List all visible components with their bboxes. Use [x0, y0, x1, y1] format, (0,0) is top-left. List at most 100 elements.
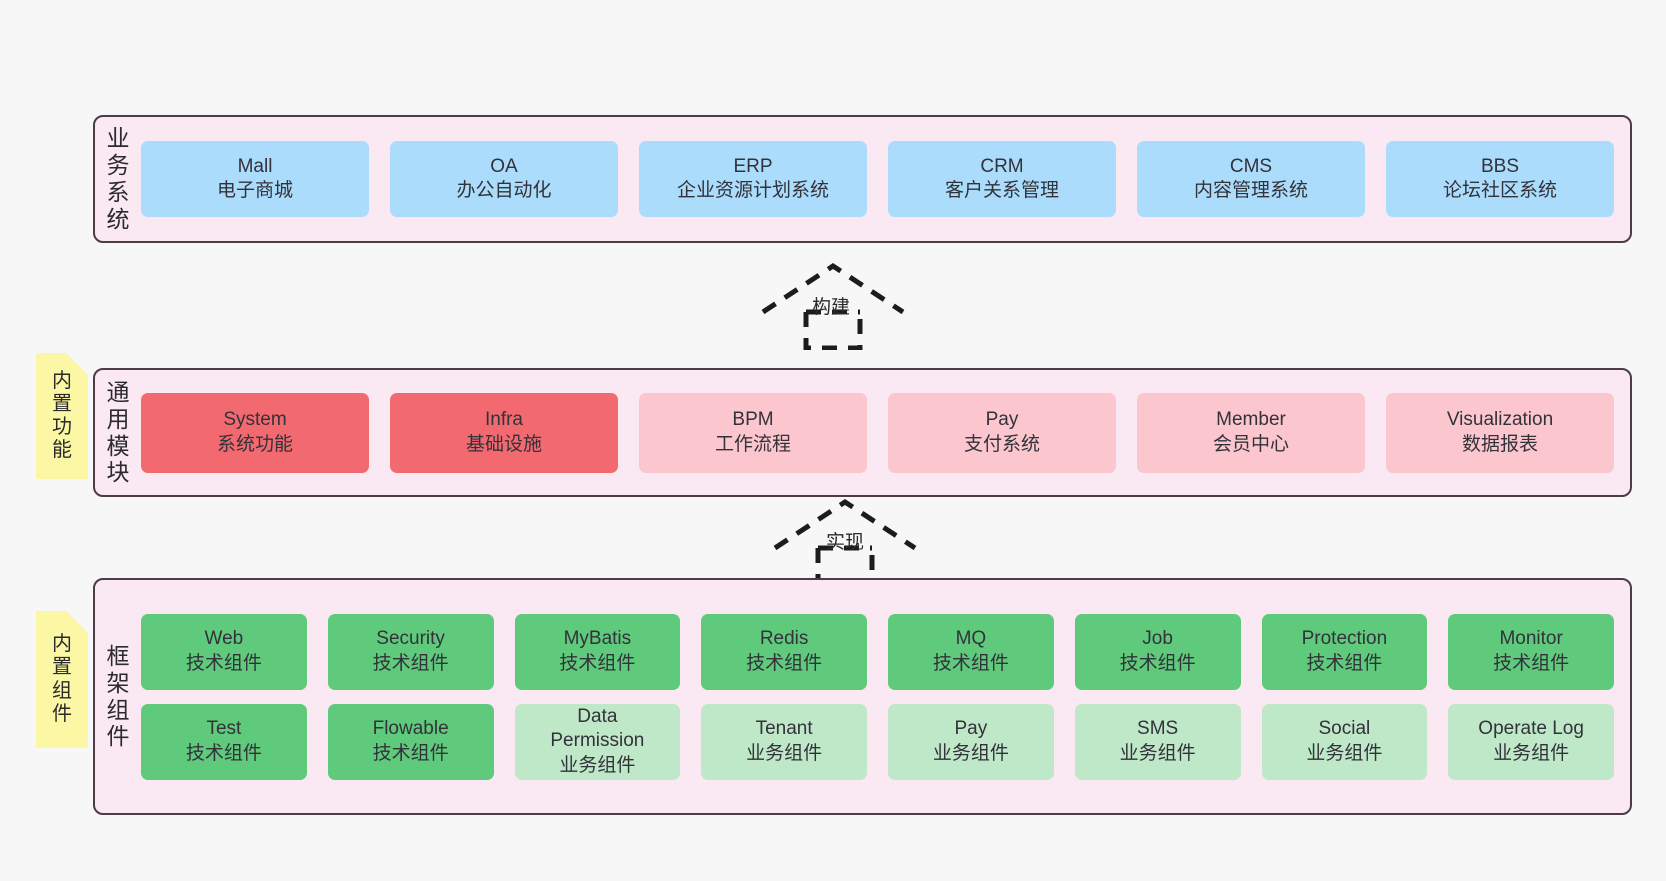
box-security[interactable]: Security 技术组件	[327, 613, 494, 690]
layer-label-char: 架	[106, 669, 130, 696]
box-subtitle: 企业资源计划系统	[676, 180, 829, 201]
layer-label-char: 框	[106, 642, 130, 669]
box-subtitle: 客户关系管理	[944, 180, 1059, 201]
connector-build-label: 构建	[812, 297, 851, 318]
box-system[interactable]: System 系统功能	[141, 392, 369, 473]
layer-label-char: 统	[106, 205, 130, 232]
box-title: Infra	[484, 409, 524, 431]
box-title: CRM	[980, 155, 1024, 177]
layer-label-char: 系	[106, 179, 130, 205]
box-oa[interactable]: OA 办公自动化	[390, 141, 618, 217]
note-builtin-function: 内 置 功 能	[36, 353, 88, 479]
box-title: Pay	[954, 718, 988, 740]
box-subtitle: 业务组件	[1306, 742, 1383, 764]
box-title: Tenant	[755, 718, 813, 740]
box-member[interactable]: Member 会员中心	[1137, 392, 1365, 473]
layer-label-char: 业	[106, 125, 130, 152]
box-title: Test	[206, 718, 242, 740]
box-subtitle: 系统功能	[216, 433, 293, 455]
box-mall[interactable]: Mall 电子商城	[141, 141, 369, 217]
box-mq[interactable]: MQ 技术组件	[888, 613, 1054, 690]
box-title: Security	[376, 628, 445, 650]
box-title: CMS	[1229, 155, 1273, 177]
box-visualization[interactable]: Visualization 数据报表	[1386, 392, 1614, 473]
box-subtitle: 技术组件	[559, 652, 636, 674]
box-pay-component[interactable]: Pay 业务组件	[888, 703, 1054, 780]
note-builtin-component: 内 置 组 件	[36, 611, 88, 748]
box-operate-log[interactable]: Operate Log 业务组件	[1448, 703, 1614, 780]
layer-label-business-system: 业 务 系 统	[95, 117, 141, 241]
box-infra[interactable]: Infra 基础设施	[390, 392, 618, 473]
box-title: Operate Log	[1478, 718, 1584, 740]
box-job[interactable]: Job 技术组件	[1074, 613, 1241, 690]
layer-label-common-modules: 通 用 模 块	[95, 370, 141, 495]
box-bbs[interactable]: BBS 论坛社区系统	[1386, 141, 1614, 217]
layer-common-modules: 通 用 模 块 System 系统功能 Infra 基础设施 BPM 工作流程	[93, 368, 1632, 497]
note-char: 组	[52, 679, 72, 702]
box-subtitle: 业务组件	[932, 742, 1009, 764]
note-char: 能	[52, 439, 72, 462]
box-row: Mall 电子商城 OA 办公自动化 ERP 企业资源计划系统 CRM 客户关系…	[141, 141, 1614, 217]
box-title: Protection	[1301, 628, 1388, 650]
box-subtitle: 业务组件	[1493, 742, 1570, 764]
box-social[interactable]: Social 业务组件	[1261, 703, 1428, 780]
layer-label-char: 模	[106, 432, 130, 459]
box-bpm[interactable]: BPM 工作流程	[639, 392, 867, 473]
box-subtitle: 工作流程	[714, 433, 791, 455]
box-title: Member	[1216, 409, 1286, 431]
box-row: Test 技术组件 Flowable 技术组件 Data Permission …	[141, 703, 1614, 780]
box-title: Monitor	[1499, 628, 1563, 650]
box-subtitle: 业务组件	[1119, 742, 1196, 764]
box-crm[interactable]: CRM 客户关系管理	[888, 141, 1116, 217]
note-char: 置	[52, 392, 72, 415]
connector-implement-label: 实现	[826, 532, 865, 553]
layer-body-common-modules: System 系统功能 Infra 基础设施 BPM 工作流程 Pay 支付系统…	[141, 370, 1630, 495]
box-pay-module[interactable]: Pay 支付系统	[888, 392, 1116, 473]
box-sms[interactable]: SMS 业务组件	[1074, 703, 1241, 780]
box-monitor[interactable]: Monitor 技术组件	[1448, 613, 1614, 690]
layer-label-char: 块	[106, 459, 130, 486]
box-subtitle: 技术组件	[1119, 652, 1196, 674]
box-subtitle: 电子商城	[216, 180, 293, 201]
box-title: Flowable	[372, 718, 449, 740]
note-char: 内	[52, 369, 72, 392]
box-cms[interactable]: CMS 内容管理系统	[1137, 141, 1365, 217]
box-subtitle: 技术组件	[185, 742, 262, 764]
layer-label-framework-components: 框 架 组 件	[95, 580, 141, 813]
box-subtitle: 技术组件	[1306, 652, 1383, 674]
box-title: Job	[1142, 628, 1173, 650]
box-redis[interactable]: Redis 技术组件	[701, 613, 867, 690]
box-subtitle: 技术组件	[372, 742, 449, 764]
box-title: OA	[490, 155, 518, 177]
box-title-cont: Permission	[550, 730, 645, 752]
box-title: Web	[204, 628, 244, 650]
box-title: Redis	[759, 628, 809, 650]
box-mybatis[interactable]: MyBatis 技术组件	[514, 613, 681, 690]
box-flowable[interactable]: Flowable 技术组件	[327, 703, 494, 780]
box-title: MQ	[955, 628, 987, 650]
box-title: SMS	[1137, 718, 1179, 740]
layer-label-char: 通	[106, 378, 130, 405]
box-erp[interactable]: ERP 企业资源计划系统	[639, 141, 867, 217]
box-subtitle: 会员中心	[1212, 433, 1289, 455]
box-subtitle: 技术组件	[185, 652, 262, 674]
box-data-permission[interactable]: Data Permission 业务组件	[514, 703, 681, 780]
box-title: Mall	[237, 155, 273, 177]
box-title: BPM	[732, 409, 774, 431]
box-tenant[interactable]: Tenant 业务组件	[701, 703, 867, 780]
box-title: System	[223, 409, 287, 431]
layer-label-char: 件	[106, 723, 130, 750]
box-row: Web 技术组件 Security 技术组件 MyBatis 技术组件 Redi…	[141, 613, 1614, 690]
box-title: ERP	[733, 155, 773, 177]
box-subtitle: 内容管理系统	[1193, 180, 1308, 201]
layer-label-char: 务	[106, 152, 130, 179]
note-char: 件	[52, 702, 72, 725]
box-subtitle: 技术组件	[1493, 652, 1570, 674]
box-web[interactable]: Web 技术组件	[141, 613, 307, 690]
box-subtitle: 业务组件	[559, 754, 636, 776]
box-protection[interactable]: Protection 技术组件	[1261, 613, 1428, 690]
box-test[interactable]: Test 技术组件	[141, 703, 307, 780]
box-subtitle: 办公自动化	[456, 180, 552, 201]
box-subtitle: 技术组件	[746, 652, 823, 674]
